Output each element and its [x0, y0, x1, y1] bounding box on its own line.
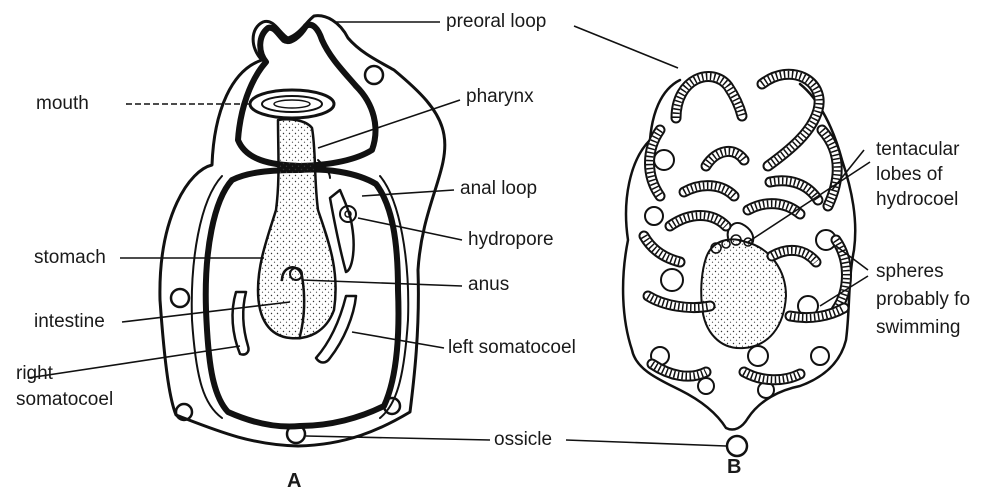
label-anal-loop: anal loop [460, 178, 537, 200]
pharynx-stomach-a [258, 119, 336, 338]
label-hydropore: hydropore [468, 229, 554, 251]
label-stomach: stomach [34, 247, 106, 269]
label-ossicle: ossicle [494, 429, 552, 451]
label-anus: anus [468, 274, 509, 296]
label-tentacular-line3: hydrocoel [876, 189, 958, 211]
label-right-somatocoel-line2: somatocoel [16, 389, 113, 411]
label-tentacular-line1: tentacular [876, 139, 959, 161]
label-pharynx: pharynx [466, 86, 534, 108]
caption-a: A [287, 470, 301, 493]
right-somatocoel-a [233, 292, 249, 355]
label-intestine: intestine [34, 311, 105, 333]
label-preoral-loop: preoral loop [446, 11, 546, 33]
figure-a-larva [160, 16, 445, 446]
leader-lines [28, 22, 870, 446]
label-spheres-line3: swimming [876, 317, 960, 339]
label-tentacular-line2: lobes of [876, 164, 943, 186]
label-spheres-line1: spheres [876, 261, 944, 283]
label-mouth: mouth [36, 93, 89, 115]
label-left-somatocoel: left somatocoel [448, 337, 576, 359]
label-spheres-line2: probably fo [876, 289, 970, 311]
label-right-somatocoel-line1: right [16, 363, 53, 385]
caption-b: B [727, 456, 741, 479]
ossicle-b [727, 436, 747, 456]
